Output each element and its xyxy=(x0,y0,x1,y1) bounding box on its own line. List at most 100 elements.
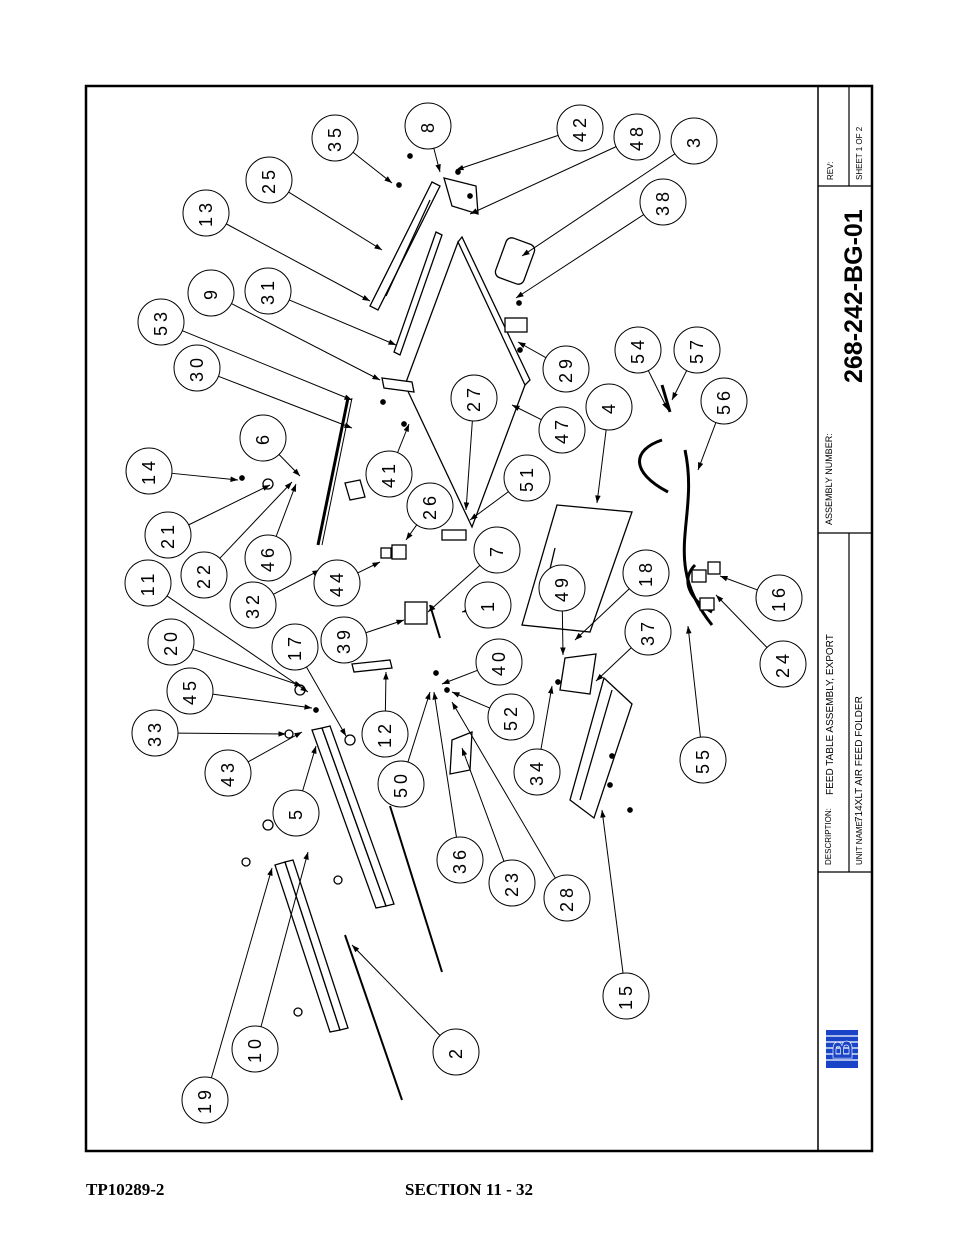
callout-arrowhead xyxy=(278,731,286,737)
callout-number: 20 xyxy=(161,628,181,656)
callout-leader-line xyxy=(188,484,271,526)
callout-balloon xyxy=(759,640,807,688)
callout-balloon xyxy=(679,736,727,784)
callout-arrowhead xyxy=(600,810,606,818)
callout-leader-line xyxy=(275,483,297,537)
callout-arrowhead xyxy=(383,672,389,680)
callout-arrowhead xyxy=(290,484,296,492)
callout-balloon xyxy=(755,574,803,622)
callout-leader-line xyxy=(288,191,383,251)
callout-leader-line xyxy=(574,588,630,641)
callout-number: 12 xyxy=(375,720,395,748)
callout-arrowhead xyxy=(452,692,460,698)
callout-leader-line xyxy=(219,481,293,559)
callout-leader-line xyxy=(427,565,481,613)
callout-arrowhead xyxy=(662,402,668,410)
callout-balloon xyxy=(131,709,179,757)
callout-balloon xyxy=(622,549,670,597)
callout-arrowhead xyxy=(522,249,530,256)
callout-leader-line xyxy=(288,299,397,346)
callout-balloon xyxy=(503,454,551,502)
callout-balloon xyxy=(432,1028,480,1076)
callout-arrowhead xyxy=(456,164,464,171)
callout-balloon xyxy=(147,618,195,666)
callout-leader-line xyxy=(192,648,303,687)
callout-balloon xyxy=(670,117,718,165)
callout-number: 17 xyxy=(285,633,305,661)
callout-arrowhead xyxy=(344,422,352,428)
callout-balloon xyxy=(229,581,277,629)
callout-number: 54 xyxy=(628,336,648,364)
callout-leader-line xyxy=(451,701,556,879)
callout-arrowhead xyxy=(352,945,360,953)
callout-number: 13 xyxy=(196,199,216,227)
callout-number: 34 xyxy=(527,758,547,786)
callout-balloon xyxy=(137,298,185,346)
callout-arrowhead xyxy=(292,468,300,476)
callout-arrowhead xyxy=(462,748,468,756)
callout-arrowhead xyxy=(303,852,309,860)
callout-balloon xyxy=(488,859,536,907)
callout-number: 30 xyxy=(187,354,207,382)
callout-arrowhead xyxy=(720,576,728,582)
assembly-number-label: ASSEMBLY NUMBER: xyxy=(824,433,834,525)
callout-balloon xyxy=(436,836,484,884)
callout-leader-line xyxy=(469,146,617,215)
callout-leader-line xyxy=(177,732,287,735)
callout-leader-line xyxy=(218,375,353,429)
callout-balloon xyxy=(180,551,228,599)
callout-balloon xyxy=(166,667,214,715)
callout-leader-line xyxy=(687,625,701,738)
callout-arrowhead xyxy=(672,392,678,400)
callout-balloon xyxy=(404,102,452,150)
callout-arrowhead xyxy=(384,176,392,183)
company-logo: B xyxy=(826,1030,858,1068)
callout-balloon xyxy=(538,406,586,454)
callout-balloon xyxy=(538,564,586,612)
callout-balloon xyxy=(311,114,359,162)
callout-number: 8 xyxy=(418,119,438,133)
callout-balloon xyxy=(320,616,368,664)
callout-balloon xyxy=(475,638,523,686)
callout-balloon xyxy=(204,749,252,797)
callout-number: 7 xyxy=(487,543,507,557)
callout-leader-line xyxy=(461,747,505,862)
callout-balloon xyxy=(639,178,687,226)
callout-balloon xyxy=(271,623,319,671)
callout-balloon xyxy=(585,383,633,431)
callout-number: 32 xyxy=(243,591,263,619)
callout-number: 1 xyxy=(478,598,498,612)
callout-number: 21 xyxy=(158,521,178,549)
callout-leader-line xyxy=(455,134,559,171)
callout-balloon xyxy=(231,1025,279,1073)
callout-balloon xyxy=(700,377,748,425)
document-number: TP10289-2 xyxy=(86,1180,165,1199)
callout-balloon xyxy=(187,269,235,317)
callout-leader-line xyxy=(273,569,321,595)
callout-arrowhead xyxy=(311,746,317,754)
callout-number: 53 xyxy=(151,308,171,336)
callout-balloon xyxy=(125,447,173,495)
callout-arrowhead xyxy=(575,632,583,640)
description-label: DESCRIPTION: xyxy=(824,808,833,865)
callout-balloon xyxy=(542,345,590,393)
callout-number: 15 xyxy=(616,982,636,1010)
callout-balloon xyxy=(473,526,521,574)
callout-balloon xyxy=(244,267,292,315)
callout-balloon xyxy=(673,326,721,374)
callout-leader-line xyxy=(407,691,431,763)
callout-arrowhead xyxy=(442,678,450,684)
callout-number: 55 xyxy=(693,746,713,774)
unit-name-label: UNIT NAME: xyxy=(855,819,864,865)
callout-number: 29 xyxy=(556,355,576,383)
logo-letter: B xyxy=(827,1040,858,1060)
callout-leader-line xyxy=(166,595,309,693)
callout-arrowhead xyxy=(516,291,524,298)
callout-number: 43 xyxy=(218,759,238,787)
section-number: SECTION 11 - 32 xyxy=(405,1180,533,1199)
callout-number: 24 xyxy=(773,650,793,678)
callout-number: 25 xyxy=(259,166,279,194)
callout-number: 27 xyxy=(464,384,484,412)
callout-arrowhead xyxy=(339,728,346,736)
callout-number: 57 xyxy=(687,336,707,364)
